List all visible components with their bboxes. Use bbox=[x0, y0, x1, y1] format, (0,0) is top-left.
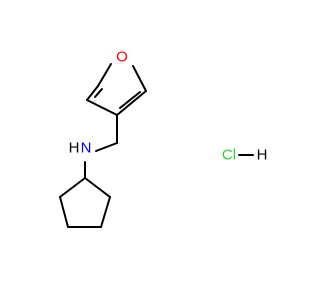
amine-hydrogen-label: H bbox=[69, 140, 80, 157]
bond-c2-o bbox=[97, 63, 112, 87]
bond-c4-c3 bbox=[86, 99, 118, 116]
cyclopentane-ring bbox=[59, 177, 111, 228]
chlorine-atom-label: Cl bbox=[222, 147, 236, 164]
bond-ch2-n bbox=[95, 142, 118, 152]
double-bond-c2-c3-inner bbox=[94, 88, 103, 98]
bond-c5-c4 bbox=[116, 90, 147, 116]
bond-c3-c2 bbox=[86, 85, 99, 101]
structure-diagram: O H N Cl H bbox=[59, 49, 268, 228]
salt-hydrogen-label: H bbox=[257, 147, 268, 164]
furan-ring bbox=[86, 63, 147, 116]
bond-cp5-cp1 bbox=[59, 177, 86, 198]
bond-o-c5 bbox=[132, 65, 147, 92]
bond-cp1-cp2 bbox=[84, 177, 111, 198]
oxygen-atom-label: O bbox=[116, 49, 128, 66]
bond-cp4-cp5 bbox=[59, 196, 69, 228]
bond-cp2-cp3 bbox=[100, 196, 111, 228]
double-bond-c4-c5-inner bbox=[119, 91, 141, 109]
nitrogen-atom-label: N bbox=[81, 140, 92, 157]
